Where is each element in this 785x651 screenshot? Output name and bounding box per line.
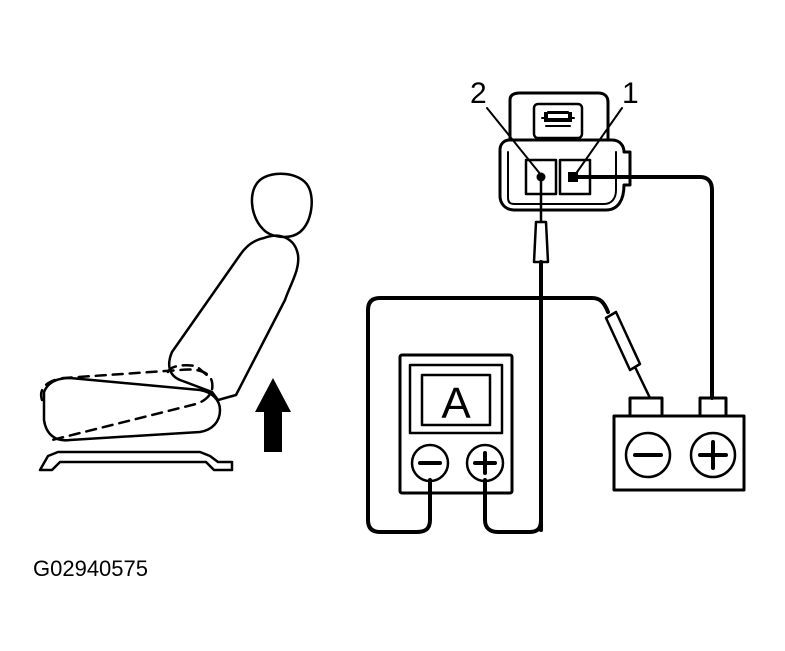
- figure-code: G02940575: [33, 556, 148, 581]
- ammeter-icon: A: [398, 353, 514, 495]
- terminal-1-label: 1: [622, 77, 639, 110]
- seat-icon: [38, 172, 313, 472]
- probe-terminal-2: [532, 178, 550, 532]
- switch-connector-icon: [498, 91, 632, 212]
- probe-battery-negative: [604, 310, 652, 400]
- up-arrow-icon: [255, 378, 291, 452]
- wire-terminal-1-battery-positive: [575, 175, 714, 400]
- wire-ammeter-positive-terminal-2: [483, 478, 543, 534]
- wire-ammeter-negative-battery-negative: [366, 296, 610, 534]
- ammeter-symbol: A: [441, 379, 471, 428]
- leader-line-2: [486, 107, 542, 176]
- battery-icon: [612, 396, 746, 492]
- leader-line-1: [574, 107, 623, 176]
- terminal-2-label: 2: [470, 77, 487, 110]
